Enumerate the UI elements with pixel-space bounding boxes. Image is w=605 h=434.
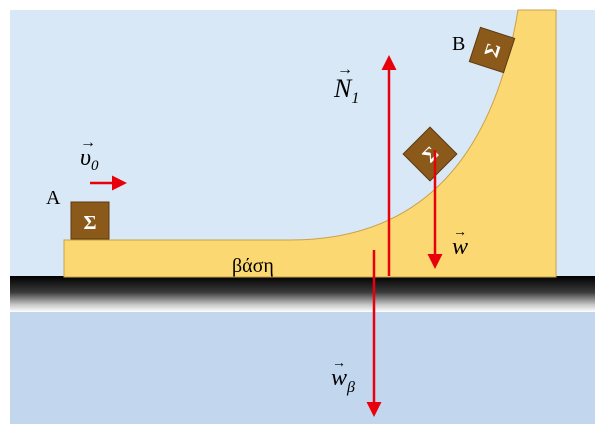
block-mid-curve: Σ bbox=[402, 126, 458, 182]
base-weight-symbol: w bbox=[331, 365, 347, 391]
point-b-label: B bbox=[452, 33, 465, 55]
svg-text:υ0: υ0 bbox=[80, 145, 99, 174]
curved-base bbox=[63, 9, 557, 278]
base-weight-label: wβ → bbox=[331, 356, 355, 396]
velocity-label: υ0 → bbox=[80, 134, 99, 174]
block-b-letter: Σ bbox=[480, 41, 505, 60]
block-a bbox=[70, 201, 110, 240]
background-lower-panel bbox=[10, 312, 595, 424]
velocity-subscript: 0 bbox=[91, 158, 99, 174]
normal-symbol: N bbox=[333, 74, 353, 103]
point-a-label: A bbox=[46, 187, 61, 209]
svg-text:wβ: wβ bbox=[331, 365, 355, 396]
block-weight-vector-arrow: → bbox=[453, 225, 467, 240]
normal-vector-arrow: → bbox=[337, 61, 353, 78]
base-label: βάση bbox=[232, 255, 274, 277]
velocity-symbol: υ bbox=[80, 145, 91, 171]
block-weight-label: w → bbox=[452, 225, 468, 260]
normal-subscript: 1 bbox=[351, 90, 359, 107]
base-weight-vector-arrow: → bbox=[332, 356, 346, 371]
ground-surface bbox=[10, 276, 595, 312]
block-weight-symbol: w bbox=[452, 234, 468, 260]
velocity-vector-arrow: → bbox=[80, 134, 96, 151]
block-b: Σ bbox=[468, 26, 516, 74]
svg-text:N1: N1 bbox=[333, 74, 359, 107]
normal-force-label: N1 → bbox=[333, 61, 359, 107]
block-a-letter: Σ bbox=[83, 212, 96, 234]
base-weight-subscript: β bbox=[346, 379, 355, 396]
